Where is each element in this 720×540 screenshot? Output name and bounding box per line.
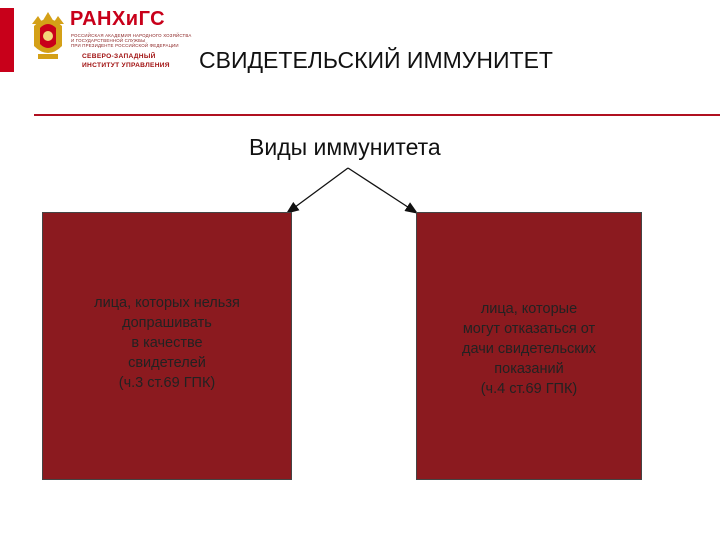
arrow-left [285, 167, 349, 214]
logo-institute: СЕВЕРО-ЗАПАДНЫЙ [82, 53, 156, 60]
immunity-type-box-right: лица, которые могут отказаться от дачи с… [416, 212, 642, 480]
diagram-heading: Виды иммунитета [249, 134, 441, 160]
immunity-type-text: лица, которые могут отказаться от дачи с… [461, 301, 596, 397]
ranepa-logo: РАНХиГС РОССИЙСКАЯ АКАДЕМИЯ НАРОДНОГО ХО… [28, 6, 191, 72]
arrow-right [347, 167, 419, 214]
logo-subline: ПРИ ПРЕЗИДЕНТЕ РОССИЙСКОЙ ФЕДЕРАЦИИ [71, 43, 179, 48]
immunity-type-text: лица, которых нельзя допрашивать в качес… [94, 295, 240, 391]
slide-title: СВИДЕТЕЛЬСКИЙ ИММУНИТЕТ [199, 47, 553, 73]
immunity-type-box-left: лица, которых нельзя допрашивать в качес… [42, 212, 292, 480]
logo-subline: РОССИЙСКАЯ АКАДЕМИЯ НАРОДНОГО ХОЗЯЙСТВА [71, 33, 192, 38]
logo-subline: И ГОСУДАРСТВЕННОЙ СЛУЖБЫ [71, 38, 146, 43]
header-divider [34, 114, 720, 116]
logo-institute: ИНСТИТУТ УПРАВЛЕНИЯ [82, 62, 170, 69]
emblem-icon [32, 12, 64, 59]
logo-name: РАНХиГС [70, 8, 166, 30]
accent-bar [0, 8, 14, 72]
